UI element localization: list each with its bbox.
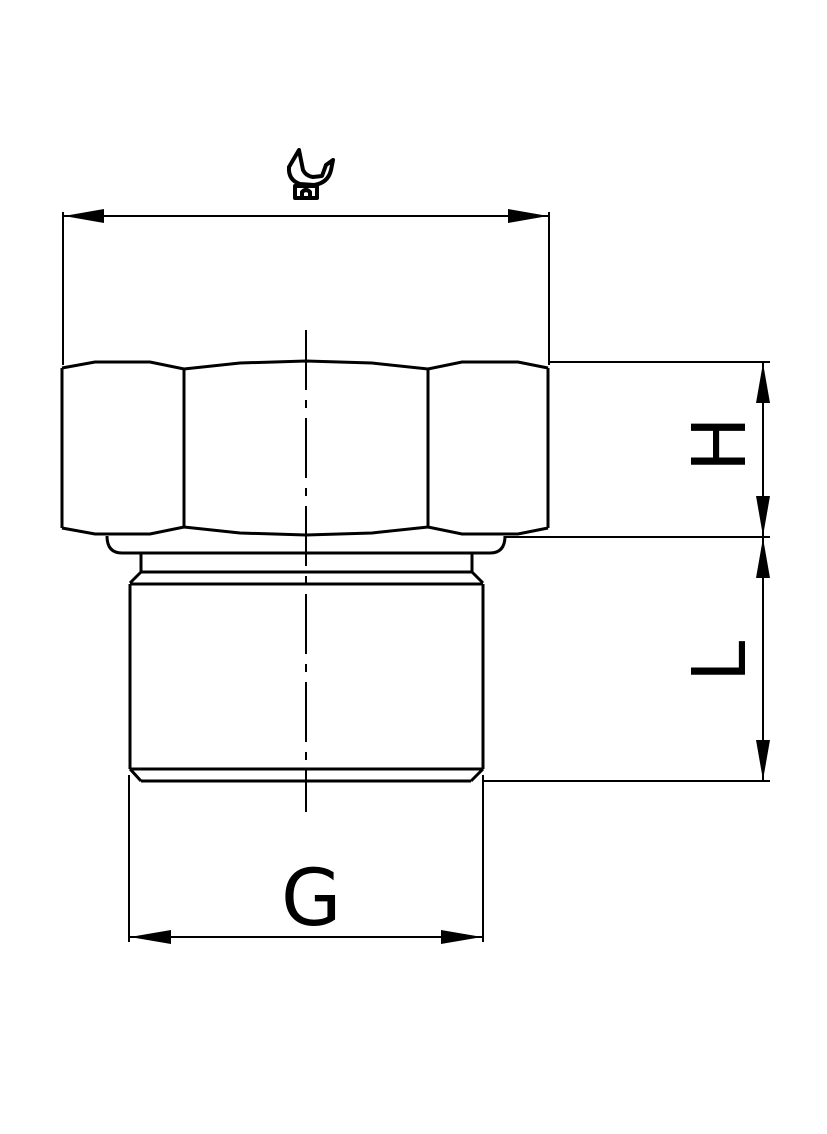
thread-dimension	[128, 775, 484, 942]
length-label: L	[677, 641, 763, 682]
height-label: H	[677, 416, 763, 472]
arrowheads	[64, 209, 770, 944]
extension-lines	[483, 361, 770, 782]
wrench-size-dimension	[62, 212, 550, 365]
wrench-icon	[286, 148, 335, 200]
thread-label: G	[281, 854, 342, 944]
thread-body	[128, 584, 485, 783]
